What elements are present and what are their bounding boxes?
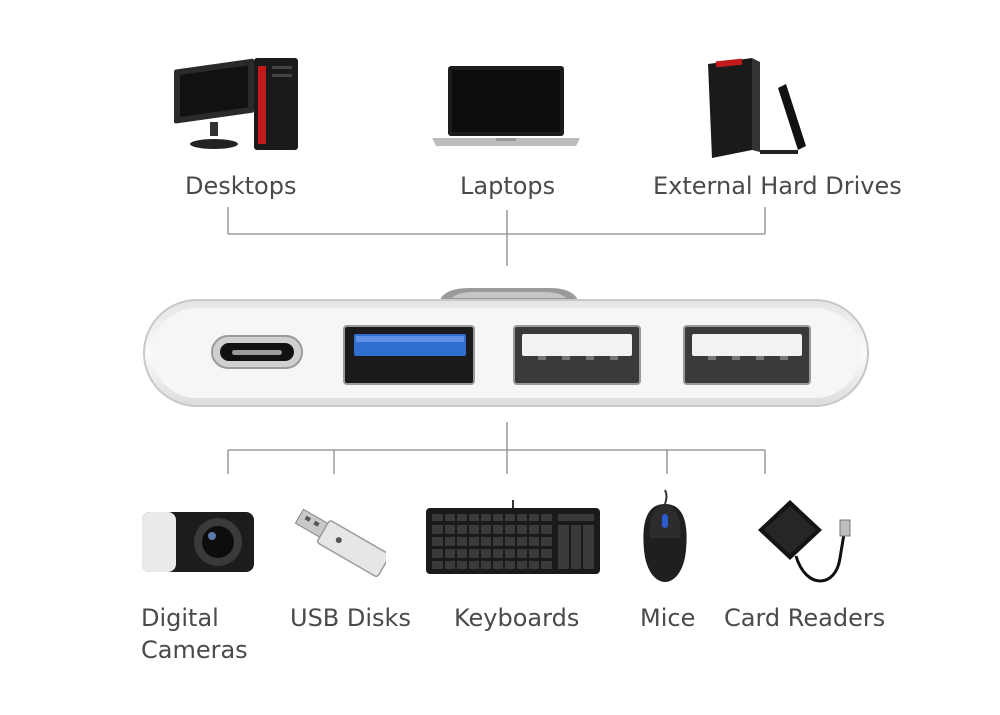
laptops-label: Laptops xyxy=(460,172,556,200)
desktop-icon xyxy=(172,56,302,152)
digital-cameras-label-line2: Cameras xyxy=(141,636,248,664)
external-hard-drives-label: External Hard Drives xyxy=(653,172,902,200)
digital-camera-icon xyxy=(140,508,256,574)
usb-disks-label: USB Disks xyxy=(290,604,411,632)
keyboard-icon xyxy=(424,500,602,578)
usb-disk-icon xyxy=(294,506,386,578)
desktops-label: Desktops xyxy=(185,172,297,200)
card-reader-icon xyxy=(756,498,856,592)
card-readers-label: Card Readers xyxy=(724,604,886,632)
laptop-icon xyxy=(430,64,582,148)
usb-hub xyxy=(140,282,872,410)
digital-cameras-label-line1: Digital xyxy=(141,604,219,632)
keyboards-label: Keyboards xyxy=(454,604,580,632)
mice-label: Mice xyxy=(640,604,696,632)
mouse-icon xyxy=(638,488,692,584)
external-hard-drive-icon xyxy=(702,54,810,160)
